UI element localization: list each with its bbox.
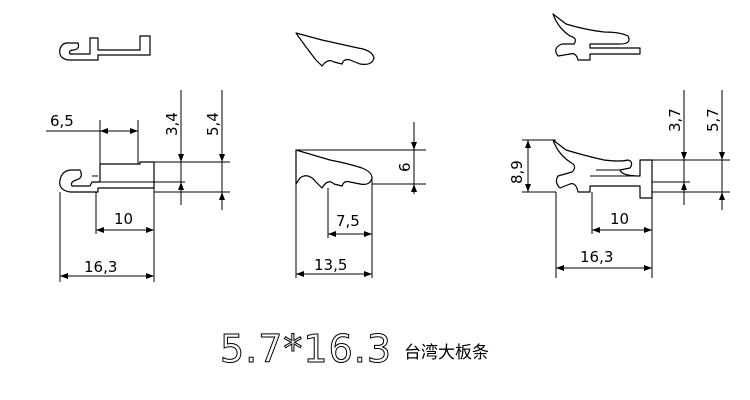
middle-profile-thumbnail [295, 32, 375, 67]
middle-dim-total-width: 13,5 [314, 256, 347, 274]
right-profile-thumbnail [552, 13, 641, 61]
left-dim-inner-width: 10 [114, 210, 133, 228]
middle-dim-height: 6 [396, 162, 414, 172]
left-dim-total-width: 16,3 [84, 258, 117, 276]
right-dim-inner-width: 10 [610, 210, 629, 228]
right-dim-height-large: 5,7 [704, 108, 722, 132]
caption-size: 5.7*16.3 [220, 327, 392, 371]
middle-profile-drawing [295, 122, 426, 278]
middle-profile-shape [295, 149, 373, 189]
right-dim-overall-height: 8,9 [508, 160, 526, 184]
left-dim-top-width: 6,5 [50, 112, 74, 130]
right-profile-shape [552, 139, 653, 199]
right-dim-total-width: 16,3 [580, 248, 613, 266]
left-dim-height-small: 3,4 [163, 112, 181, 136]
right-dim-height-small: 3,7 [666, 108, 684, 132]
right-profile-drawing [522, 90, 730, 278]
left-profile-drawing [46, 90, 230, 282]
left-profile-shape [59, 161, 155, 193]
caption-name: 台湾大板条 [404, 343, 489, 363]
left-dim-height-large: 5,4 [204, 112, 222, 136]
middle-dim-lip-width: 7,5 [336, 212, 360, 230]
left-profile-thumbnail [59, 35, 151, 61]
